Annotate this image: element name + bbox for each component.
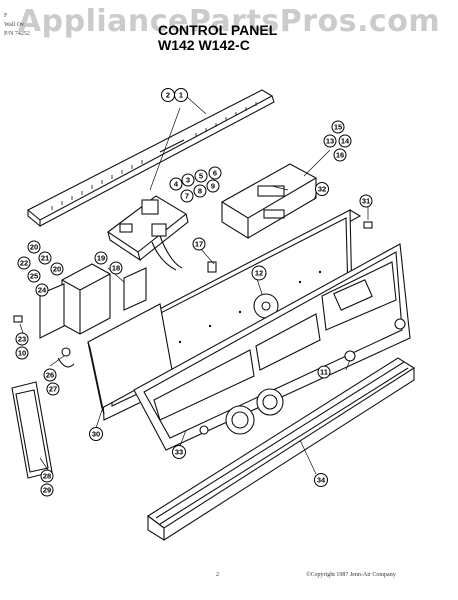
callout-16: 16 [333,148,347,162]
page-title: CONTROL PANEL W142 W142-C [158,23,277,53]
callout-1: 1 [174,88,188,102]
header-left: F Wall Ov P/N 74252 [4,12,30,39]
bottom-trim-part [147,357,416,541]
title-line2: W142 W142-C [158,37,250,53]
callout-19: 19 [94,251,108,265]
callout-20b: 20 [50,262,64,276]
callout-23: 23 [15,332,29,346]
svg-text:25: 25 [30,272,38,281]
callout-32: 32 [315,182,329,196]
svg-text:24: 24 [38,286,47,295]
svg-text:6: 6 [213,169,217,178]
end-cap-part [11,381,53,479]
svg-text:3: 3 [186,176,190,185]
svg-text:29: 29 [43,486,51,495]
svg-text:15: 15 [334,123,342,132]
callout-2: 2 [161,88,175,102]
svg-text:23: 23 [18,335,26,344]
svg-text:12: 12 [255,269,263,278]
svg-text:5: 5 [199,172,203,181]
callout-29: 29 [40,483,54,497]
callout-27: 27 [46,382,60,396]
circuit-board-part [107,195,189,271]
svg-text:30: 30 [92,430,100,439]
callout-18: 18 [109,261,123,275]
svg-text:16: 16 [336,151,344,160]
callout-34: 34 [314,473,328,487]
svg-text:22: 22 [20,259,28,268]
svg-text:7: 7 [185,192,189,201]
small-parts [13,221,373,368]
switch-assembly-part [39,263,147,339]
title-line1: CONTROL PANEL [158,22,278,38]
svg-text:33: 33 [175,448,183,457]
svg-text:20: 20 [53,265,61,274]
callout-13: 13 [323,134,337,148]
svg-text:11: 11 [320,368,328,377]
callout-11: 11 [317,365,331,379]
header-left-line3: P/N 74252 [4,31,30,37]
svg-text:27: 27 [49,385,57,394]
svg-text:26: 26 [46,371,54,380]
callout-26: 26 [43,368,57,382]
svg-text:18: 18 [112,264,120,273]
callout-6: 6 [208,166,222,180]
header-left-line2: Wall Ov [4,22,25,28]
svg-text:19: 19 [97,254,105,263]
callout-17: 17 [192,237,206,251]
svg-text:34: 34 [317,476,326,485]
callout-33: 33 [172,445,186,459]
callout-3: 3 [181,173,195,187]
callout-12: 12 [251,265,267,281]
callout-8: 8 [193,184,207,198]
callout-25: 25 [27,269,41,283]
callout-28: 28 [40,469,54,483]
watermark: AppliancePartsPros.com [17,4,441,39]
front-glass-panel-part [133,243,411,451]
callout-7: 7 [180,189,194,203]
svg-text:28: 28 [43,472,51,481]
page-number: 2 [216,572,219,578]
leader-lines [19,95,369,475]
callout-30: 30 [89,427,103,441]
copyright-notice: ©Copyright 1987 Jenn-Air Company [306,572,396,578]
svg-text:1: 1 [179,91,183,100]
callout-5: 5 [194,169,208,183]
trim-strip-part [27,89,275,228]
svg-text:17: 17 [195,240,203,249]
svg-text:10: 10 [18,349,26,358]
callout-9: 9 [206,179,220,193]
callout-10: 10 [15,346,29,360]
svg-text:20: 20 [30,243,38,252]
svg-text:9: 9 [211,182,215,191]
callout-15: 15 [331,120,345,134]
svg-text:13: 13 [326,137,334,146]
svg-text:21: 21 [41,254,49,263]
display-bracket-part [220,163,318,239]
svg-text:32: 32 [318,185,326,194]
callout-21: 21 [38,251,52,265]
header-left-line1: F [4,13,8,19]
svg-text:4: 4 [174,180,179,189]
callout-31: 31 [359,194,373,208]
callout-20: 20 [27,240,41,254]
callout-14: 14 [338,134,352,148]
svg-text:8: 8 [198,187,202,196]
svg-text:2: 2 [166,91,170,100]
callout-24: 24 [35,283,49,297]
svg-text:14: 14 [341,137,350,146]
svg-text:31: 31 [362,197,370,206]
control-knobs-part [199,318,406,435]
callout-22: 22 [17,256,31,270]
callout-4: 4 [169,177,183,191]
